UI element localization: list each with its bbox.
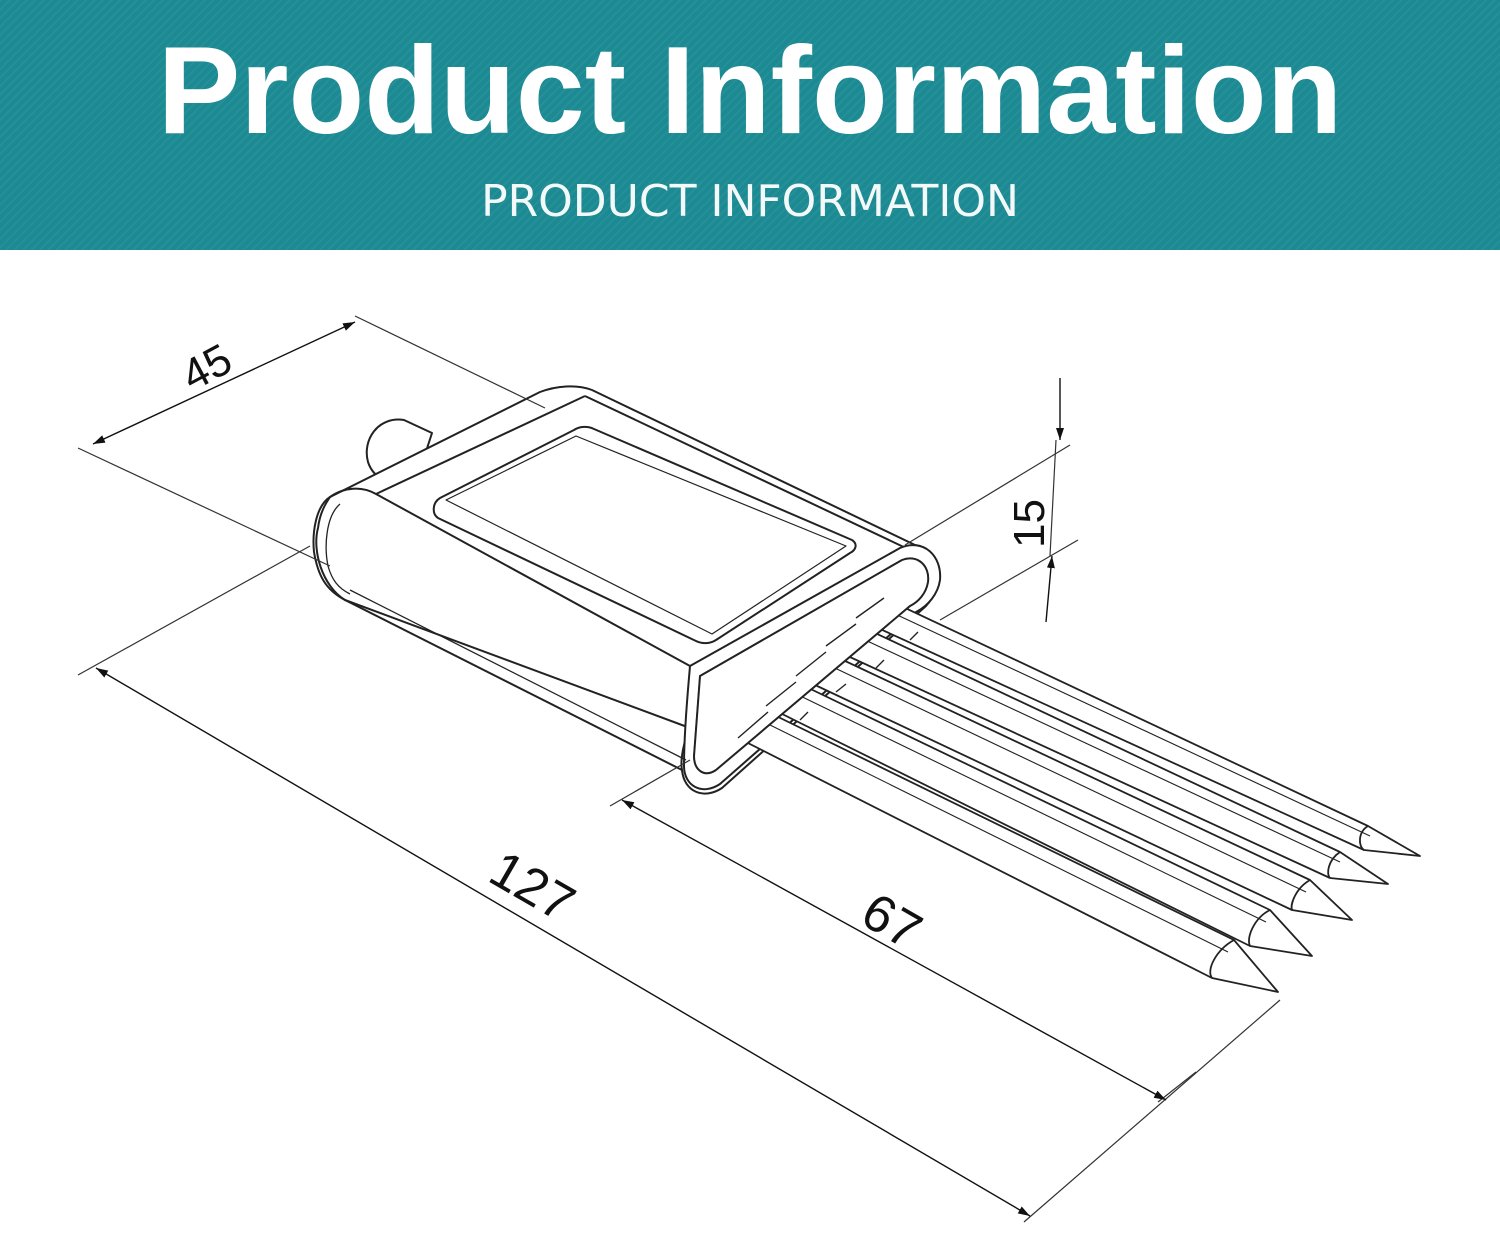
dim-total-length-label: 127 xyxy=(480,840,584,934)
header-banner: Product Information PRODUCT INFORMATION xyxy=(0,0,1500,250)
dim-width-label: 45 xyxy=(174,335,240,401)
dim-probe-length-label: 67 xyxy=(852,882,931,961)
dim-height-label: 15 xyxy=(1005,499,1054,548)
dimension-lines xyxy=(77,315,1281,1223)
page-title: Product Information xyxy=(157,22,1343,160)
dimension-drawing: 45 15 127 67 xyxy=(77,315,1421,1223)
page-subtitle: PRODUCT INFORMATION xyxy=(481,176,1019,227)
display-window xyxy=(432,425,857,645)
